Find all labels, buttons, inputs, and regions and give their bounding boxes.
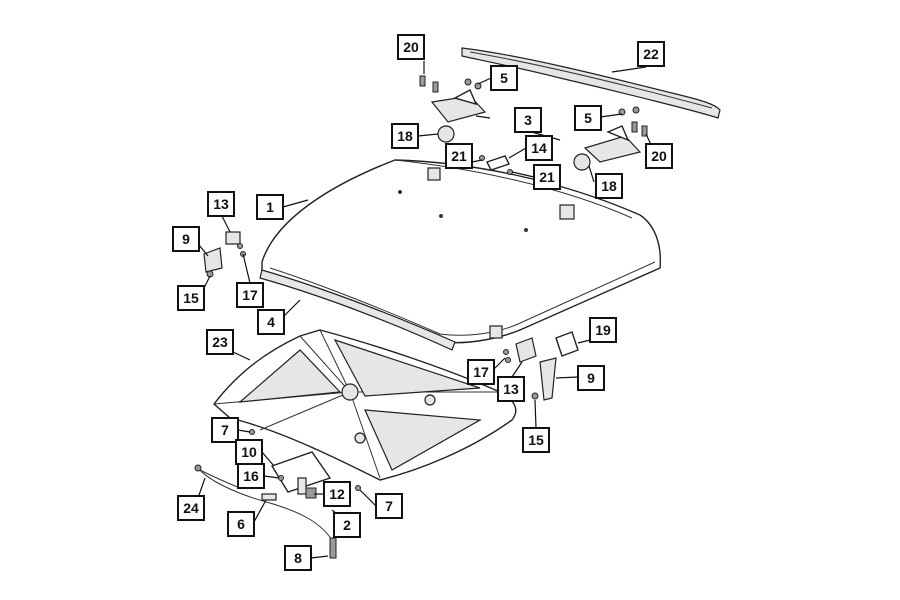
- callout-22: 22: [637, 41, 665, 67]
- svg-text:9: 9: [182, 231, 190, 247]
- svg-text:4: 4: [267, 314, 275, 330]
- callout-24: 24: [177, 495, 205, 521]
- callout-3: 3: [514, 107, 542, 133]
- cowl-seal: [461, 47, 721, 119]
- callout-8: 8: [284, 545, 312, 571]
- svg-text:24: 24: [183, 500, 199, 516]
- callout-23: 23: [206, 329, 234, 355]
- callout-20: 20: [645, 143, 673, 169]
- callout-13: 13: [207, 191, 235, 217]
- svg-text:5: 5: [584, 110, 592, 126]
- callout-1: 1: [256, 194, 284, 220]
- hood-inner-panel: [213, 329, 517, 481]
- svg-text:12: 12: [329, 486, 345, 502]
- callout-21: 21: [533, 164, 561, 190]
- svg-text:15: 15: [528, 432, 544, 448]
- svg-text:14: 14: [531, 140, 547, 156]
- svg-text:10: 10: [241, 444, 257, 460]
- svg-text:6: 6: [237, 516, 245, 532]
- svg-text:17: 17: [473, 364, 489, 380]
- svg-text:18: 18: [601, 178, 617, 194]
- hood-release-bracket: [249, 429, 361, 499]
- svg-text:16: 16: [243, 468, 259, 484]
- hood-bumper-right: [573, 153, 591, 171]
- callout-17: 17: [467, 359, 495, 385]
- callout-4: 4: [257, 309, 285, 335]
- svg-text:2: 2: [343, 517, 351, 533]
- callout-9: 9: [577, 365, 605, 391]
- svg-text:17: 17: [242, 287, 258, 303]
- callout-7: 7: [375, 493, 403, 519]
- callout-18: 18: [391, 123, 419, 149]
- callout-5: 5: [574, 105, 602, 131]
- callout-16: 16: [237, 463, 265, 489]
- svg-text:23: 23: [212, 334, 228, 350]
- callout-18: 18: [595, 173, 623, 199]
- callout-17: 17: [236, 282, 264, 308]
- svg-text:8: 8: [294, 550, 302, 566]
- svg-text:7: 7: [221, 422, 229, 438]
- hood-panel: [261, 159, 662, 344]
- svg-text:21: 21: [539, 169, 555, 185]
- svg-text:13: 13: [213, 196, 229, 212]
- svg-text:5: 5: [500, 70, 508, 86]
- callout-13: 13: [497, 376, 525, 402]
- hood-latch-left: [203, 231, 246, 278]
- svg-text:20: 20: [403, 39, 419, 55]
- callout-20: 20: [397, 34, 425, 60]
- callout-2: 2: [333, 512, 361, 538]
- svg-text:3: 3: [524, 112, 532, 128]
- svg-text:22: 22: [643, 46, 659, 62]
- fastener-bolts: [419, 75, 648, 175]
- svg-text:7: 7: [385, 498, 393, 514]
- callout-6: 6: [227, 511, 255, 537]
- callout-12: 12: [323, 481, 351, 507]
- callout-19: 19: [589, 317, 617, 343]
- hood-hinge-right: [583, 125, 642, 163]
- hood-handle: [486, 155, 510, 171]
- callout-7: 7: [211, 417, 239, 443]
- callout-5: 5: [490, 65, 518, 91]
- svg-text:9: 9: [587, 370, 595, 386]
- callout-14: 14: [525, 135, 553, 161]
- svg-text:19: 19: [595, 322, 611, 338]
- callout-15: 15: [177, 285, 205, 311]
- hood-weatherstrip: [259, 269, 456, 351]
- svg-text:18: 18: [397, 128, 413, 144]
- hood-hinge-left: [430, 89, 487, 123]
- hood-bumper-left: [437, 125, 455, 143]
- callout-15: 15: [522, 427, 550, 453]
- callout-21: 21: [445, 143, 473, 169]
- svg-text:21: 21: [451, 148, 467, 164]
- svg-text:1: 1: [266, 199, 274, 215]
- callout-10: 10: [235, 439, 263, 465]
- svg-text:20: 20: [651, 148, 667, 164]
- svg-text:15: 15: [183, 290, 199, 306]
- svg-text:13: 13: [503, 381, 519, 397]
- callout-9: 9: [172, 226, 200, 252]
- hood-latch-right: [503, 331, 579, 401]
